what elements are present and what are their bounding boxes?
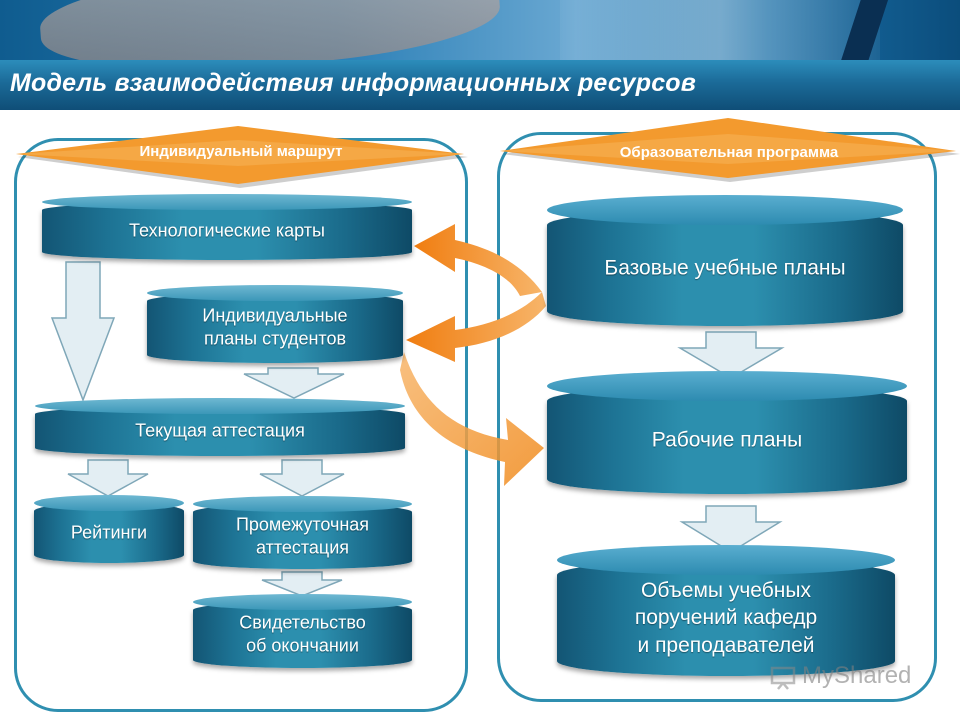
page-title: Модель взаимодействия информационных рес… bbox=[10, 69, 697, 97]
node-tech-maps: Технологические карты bbox=[42, 194, 412, 260]
node-tech-maps-label: Технологические карты bbox=[129, 220, 325, 241]
node-intermediate-attestation: Промежуточная аттестация bbox=[193, 496, 412, 569]
node-certificate: Свидетельство об окончании bbox=[193, 594, 412, 668]
node-base-plans-label: Базовые учебные планы bbox=[604, 256, 846, 280]
banner-hand-shape bbox=[37, 0, 503, 60]
node-volumes-label: Объемы учебных поручений кафедр и препод… bbox=[634, 579, 818, 657]
node-individual-plans: Индивидуальные планы студентов bbox=[147, 285, 403, 363]
node-current-attestation-label: Текущая аттестация bbox=[135, 420, 305, 441]
banner-light-shape bbox=[560, 0, 880, 60]
node-individual-plans-label: Индивидуальные планы студентов bbox=[202, 305, 348, 349]
node-work-plans: Рабочие планы bbox=[547, 371, 907, 494]
node-ratings-label: Рейтинги bbox=[70, 522, 148, 543]
node-certificate-label: Свидетельство об окончании bbox=[239, 612, 366, 656]
title-bar: Модель взаимодействия информационных рес… bbox=[0, 60, 960, 110]
educational-program-header-label: Образовательная программа bbox=[619, 144, 839, 161]
educational-program-header: Образовательная программа bbox=[500, 118, 958, 180]
watermark: MyShared bbox=[802, 662, 912, 689]
node-current-attestation: Текущая аттестация bbox=[35, 398, 405, 456]
individual-route-header-label: Индивидуальный маршрут bbox=[139, 143, 343, 160]
node-ratings: Рейтинги bbox=[34, 495, 184, 563]
node-intermediate-attestation-label: Промежуточная аттестация bbox=[235, 514, 370, 558]
slideshow-icon bbox=[770, 666, 796, 690]
node-work-plans-label: Рабочие планы bbox=[651, 428, 803, 452]
node-volumes: Объемы учебных поручений кафедр и препод… bbox=[557, 545, 895, 676]
individual-route-header: Индивидуальный маршрут bbox=[16, 124, 466, 184]
node-base-plans: Базовые учебные планы bbox=[547, 195, 903, 326]
header-banner-photo bbox=[0, 0, 960, 60]
